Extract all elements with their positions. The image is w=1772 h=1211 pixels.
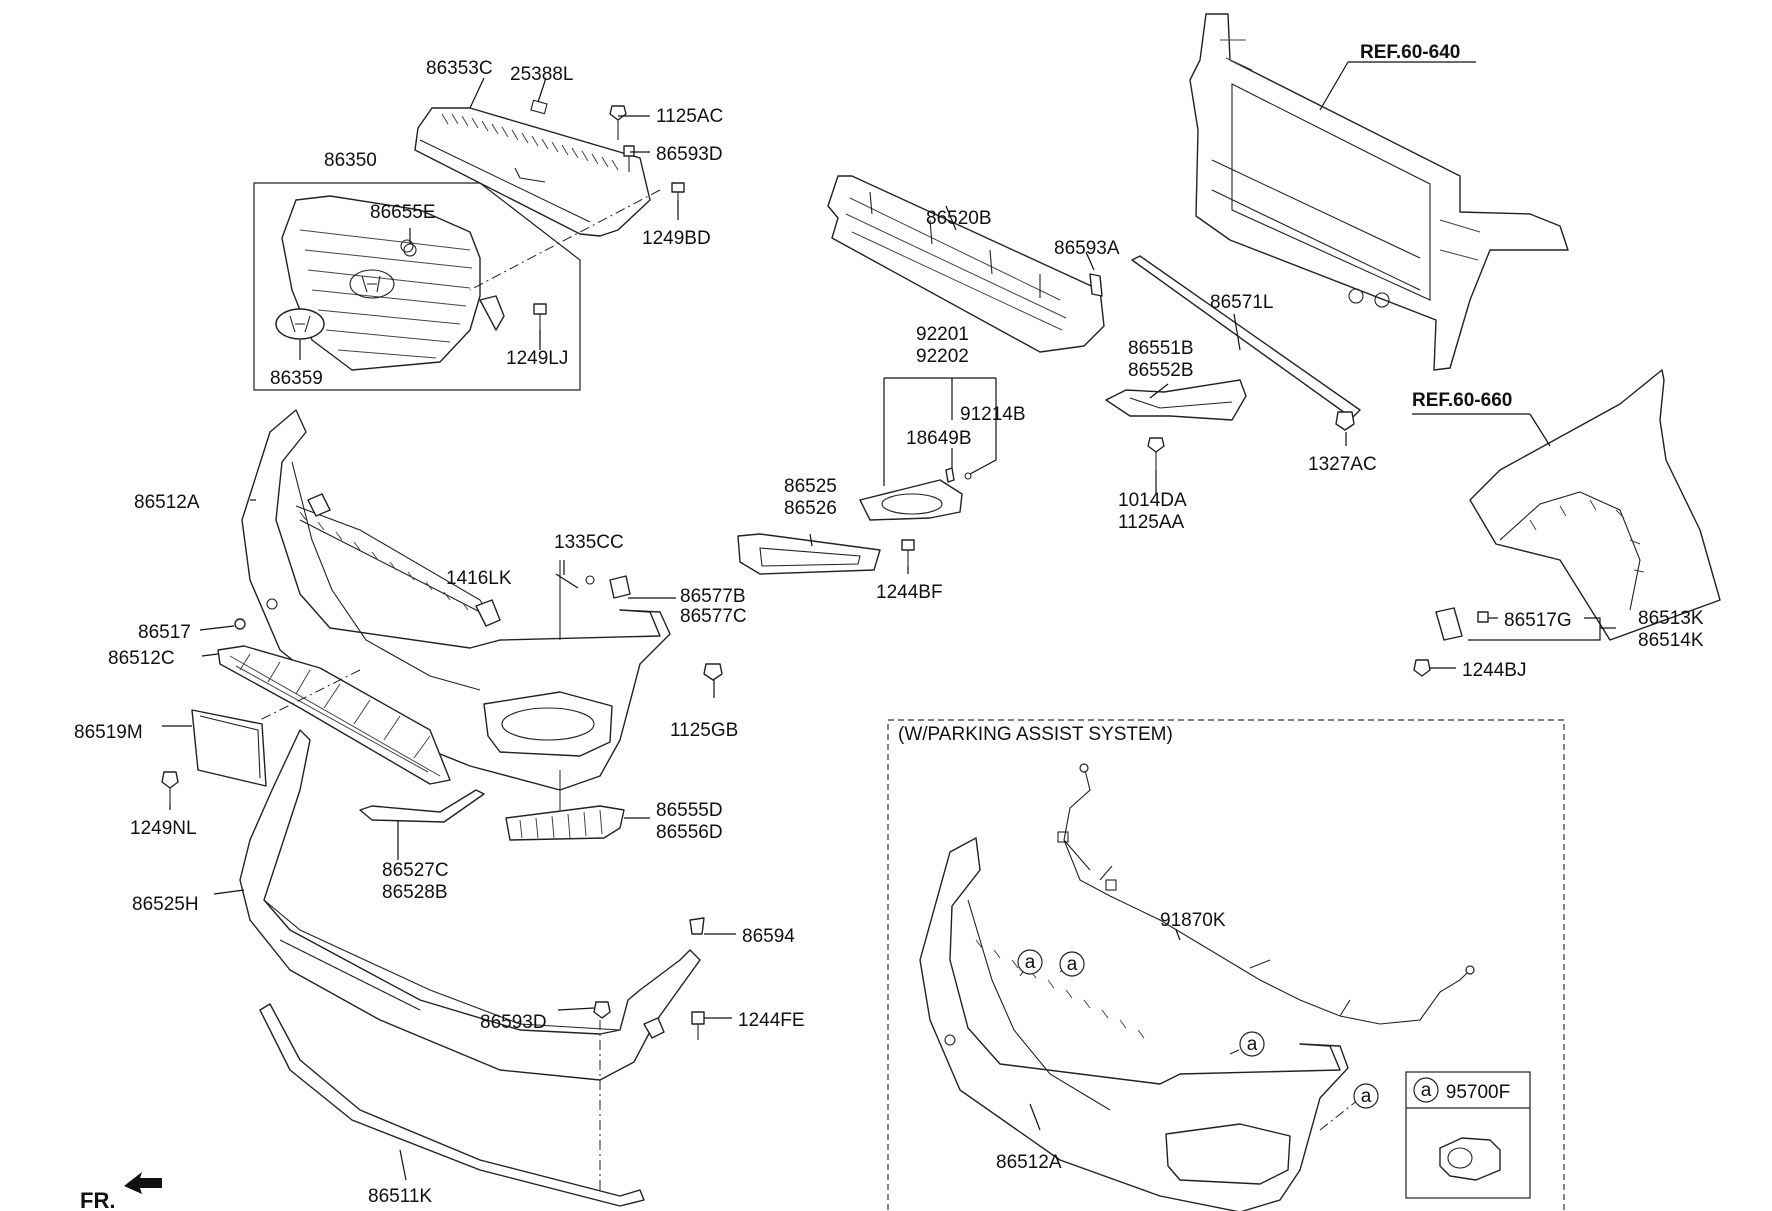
bracket-86555D-drawing — [505, 805, 625, 841]
marker-a-4 — [1353, 1083, 1379, 1109]
grille-upper-cover-drawing — [414, 99, 651, 237]
fasteners-mid-drawing — [1147, 411, 1355, 470]
label-86517G: 86517G — [1504, 610, 1572, 631]
label-1244BF: 1244BF — [876, 582, 943, 603]
label-1335CC: 1335CC — [554, 532, 624, 553]
label-95700F: 95700F — [1446, 1082, 1510, 1103]
energy-absorber-drawing — [827, 175, 1105, 353]
label-86517: 86517 — [138, 622, 191, 643]
sensor-legend-box — [1405, 1071, 1531, 1199]
label-86520B: 86520B — [926, 208, 992, 229]
label-1125GB: 1125GB — [670, 720, 738, 741]
front-bumper-cover-drawing — [241, 409, 671, 791]
label-91870K: 91870K — [1160, 910, 1226, 931]
reinforcement-86571L-drawing — [1131, 255, 1361, 419]
label-1125AA: 1125AA — [1118, 512, 1185, 533]
clip-86593A-drawing — [1089, 273, 1103, 297]
fender-brackets-drawing — [1413, 607, 1489, 677]
label-86593A: 86593A — [1054, 238, 1120, 259]
label-91214B: 91214B — [960, 404, 1026, 425]
label-1327AC: 1327AC — [1308, 454, 1377, 475]
fasteners-top-drawing — [400, 105, 685, 338]
label-1249LJ: 1249LJ — [506, 348, 568, 369]
label-1244FE: 1244FE — [738, 1010, 805, 1031]
label-86655E: 86655E — [370, 202, 436, 223]
parking-bumper-drawing — [919, 837, 1349, 1211]
label-1249BD: 1249BD — [642, 228, 711, 249]
screw-1244BF-drawing — [901, 539, 915, 566]
marker-a-3-text: a — [1247, 1034, 1258, 1055]
license-bracket-drawing — [161, 709, 267, 804]
label-86577B: 86577B — [680, 586, 746, 607]
label-86571L: 86571L — [1210, 292, 1273, 313]
label-86556D: 86556D — [656, 822, 723, 843]
label-86514K: 86514K — [1638, 630, 1704, 651]
label-25388L: 25388L — [510, 64, 573, 85]
label-86551B: 86551B — [1128, 338, 1194, 359]
parking-harness-drawing — [1057, 763, 1475, 1025]
emblem-86359-drawing — [275, 308, 325, 340]
label-86594: 86594 — [742, 926, 795, 947]
label-18649B: 18649B — [906, 428, 972, 449]
label-86593D-top: 86593D — [656, 144, 723, 165]
front-direction-arrow-icon — [124, 1172, 162, 1194]
marker-a-2 — [1059, 951, 1085, 977]
label-1014DA: 1014DA — [1118, 490, 1187, 511]
leader-grille-center — [469, 189, 661, 291]
label-86526: 86526 — [784, 498, 837, 519]
label-1416LK: 1416LK — [446, 568, 512, 589]
radiator-grille-drawing — [253, 182, 581, 391]
label-1244BJ: 1244BJ — [1462, 660, 1526, 681]
parking-assist-title: (W/PARKING ASSIST SYSTEM) — [898, 724, 1173, 745]
front-direction-label: FR. — [80, 1188, 115, 1211]
marker-a-3 — [1239, 1031, 1265, 1057]
garnish-86527C-drawing — [359, 789, 485, 823]
label-86528B: 86528B — [382, 882, 448, 903]
leader-lines — [162, 61, 1616, 1181]
fog-lamp-cover-drawing — [737, 533, 881, 575]
label-86350: 86350 — [324, 150, 377, 171]
label-86593D-low: 86593D — [480, 1012, 547, 1033]
label-86353C: 86353C — [426, 58, 493, 79]
marker-a-4-text: a — [1361, 1086, 1372, 1107]
label-86512A-main: 86512A — [134, 492, 200, 513]
label-86577C: 86577C — [680, 606, 747, 627]
fog-lamp-bracket-drawing — [859, 467, 972, 521]
label-92201: 92201 — [916, 324, 969, 345]
label-86359: 86359 — [270, 368, 323, 389]
parking-sensor-drawing — [1439, 1137, 1501, 1181]
front-fender-drawing — [1469, 369, 1721, 641]
parking-assist-inset-frame — [887, 719, 1565, 1211]
label-86525: 86525 — [784, 476, 837, 497]
clips-mid-drawing — [234, 560, 723, 681]
label-86525H: 86525H — [132, 894, 199, 915]
leader-lower-grille — [259, 669, 361, 721]
label-1249NL: 1249NL — [130, 818, 197, 839]
label-86513K: 86513K — [1638, 608, 1704, 629]
label-86512C: 86512C — [108, 648, 175, 669]
fasteners-lower-drawing — [593, 917, 705, 1040]
radiator-support-drawing — [1189, 13, 1569, 371]
label-86512A-inset: 86512A — [996, 1152, 1062, 1173]
reference-60-660: REF.60-660 — [1412, 390, 1512, 411]
label-86511K: 86511K — [368, 1186, 432, 1207]
bracket-86551B-drawing — [1105, 379, 1247, 421]
reference-60-640: REF.60-640 — [1360, 42, 1460, 63]
label-86527C: 86527C — [382, 860, 449, 881]
lower-grille-drawing — [217, 645, 451, 785]
label-86519M: 86519M — [74, 722, 143, 743]
marker-a-2-text: a — [1067, 954, 1078, 975]
label-86552B: 86552B — [1128, 360, 1194, 381]
sensor-legend-marker — [1413, 1077, 1439, 1103]
marker-a-1 — [1017, 949, 1043, 975]
sensor-legend-marker-text: a — [1421, 1080, 1432, 1101]
label-86555D: 86555D — [656, 800, 723, 821]
label-92202: 92202 — [916, 346, 969, 367]
label-1125AC: 1125AC — [656, 106, 723, 127]
marker-a-1-text: a — [1025, 952, 1036, 973]
skid-plate-drawing — [259, 1003, 645, 1207]
lower-bumper-drawing — [239, 729, 701, 1081]
